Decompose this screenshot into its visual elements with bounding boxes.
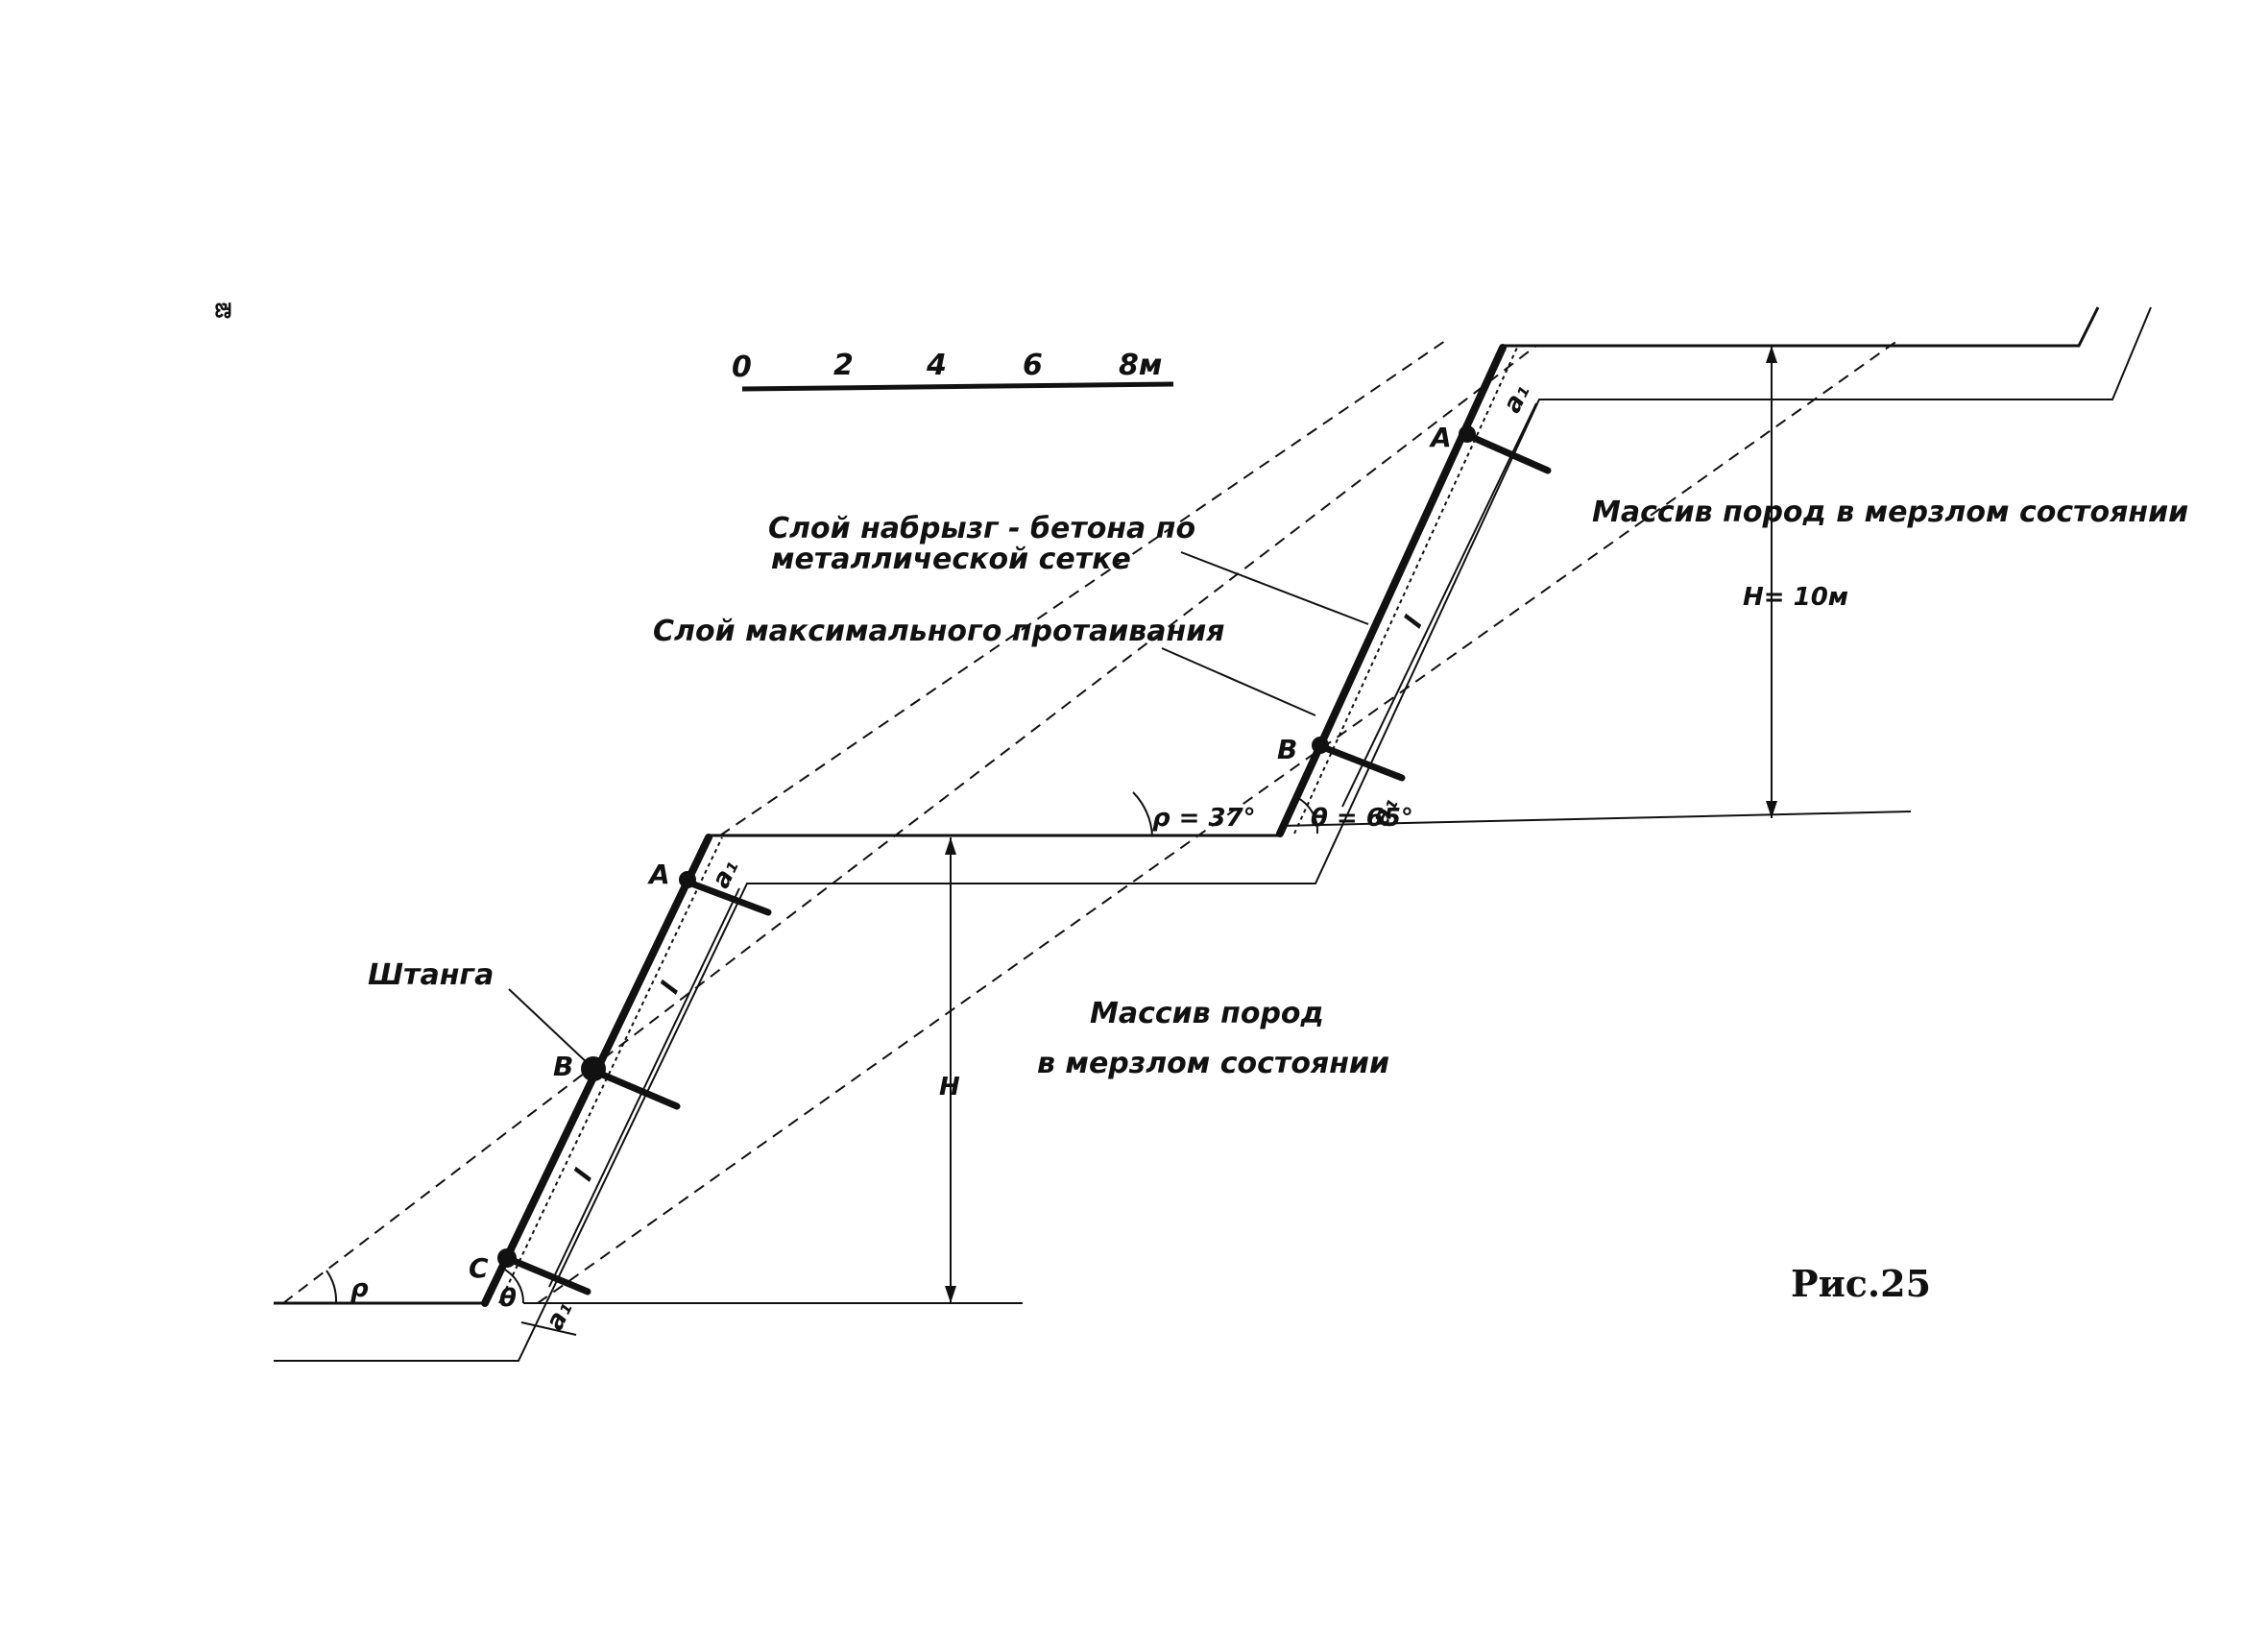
offset-a-upper-a: a₁ — [1498, 379, 1536, 417]
bolt-label: Штанга — [368, 958, 494, 992]
point-upper-a: A — [1429, 422, 1452, 453]
massif-lower-label-2: в мерзлом состоянии — [1037, 1047, 1389, 1080]
shotcrete-label-1: Слой набрызг - бетона по — [768, 512, 1195, 545]
leader-lines — [508, 551, 1369, 1067]
figure-caption: Рис.25 — [1791, 1262, 1931, 1305]
length-l-lower-1: l — [656, 978, 686, 999]
massif-lower-label-1: Массив пород — [1090, 997, 1324, 1030]
scale-tick-2: 2 — [833, 349, 854, 382]
point-lower-a: A — [647, 859, 670, 890]
angle-rho-lower: ρ — [350, 1274, 369, 1303]
height-upper-label: Н= 10м — [1743, 583, 1848, 612]
massif-upper-label: Массив пород в мерзлом состоянии — [1592, 496, 2188, 529]
thaw-layer-label: Слой максимального протаивания — [653, 615, 1224, 648]
shotcrete-label-2: металлической сетке — [771, 543, 1131, 576]
scale-tick-0: 0 — [732, 351, 752, 384]
bolt-lower-b — [590, 1067, 681, 1110]
point-upper-b: B — [1277, 734, 1297, 765]
bench-profile — [274, 306, 2152, 1362]
length-l-upper: l — [1399, 612, 1429, 633]
scale-bar: 0 2 4 6 8м — [732, 349, 1174, 392]
bolt-upper-a — [1463, 431, 1552, 474]
angle-arcs — [326, 791, 1319, 1304]
offset-a-lower-a: a₁ — [707, 855, 745, 892]
angle-theta-value: θ = 65° — [1311, 804, 1413, 833]
point-lower-c: C — [469, 1252, 489, 1284]
height-dimensions — [945, 346, 1777, 1303]
bolt-lower-a — [683, 878, 772, 916]
angle-rho-value: ρ = 37° — [1152, 804, 1256, 833]
thaw-boundary — [520, 402, 1537, 1336]
corner-mark: ఔ — [210, 303, 234, 319]
point-lower-b: B — [553, 1051, 573, 1082]
height-lower-label: Н — [939, 1073, 960, 1101]
scale-tick-6: 6 — [1023, 349, 1043, 382]
bolt-upper-b — [1316, 742, 1406, 782]
angle-theta-lower: θ — [499, 1284, 517, 1313]
sliding-planes — [282, 337, 1902, 1304]
length-l-lower-2: l — [569, 1165, 599, 1186]
scale-tick-8: 8м — [1119, 349, 1162, 382]
scale-tick-4: 4 — [926, 349, 947, 382]
bolt-lower-c — [503, 1254, 591, 1295]
